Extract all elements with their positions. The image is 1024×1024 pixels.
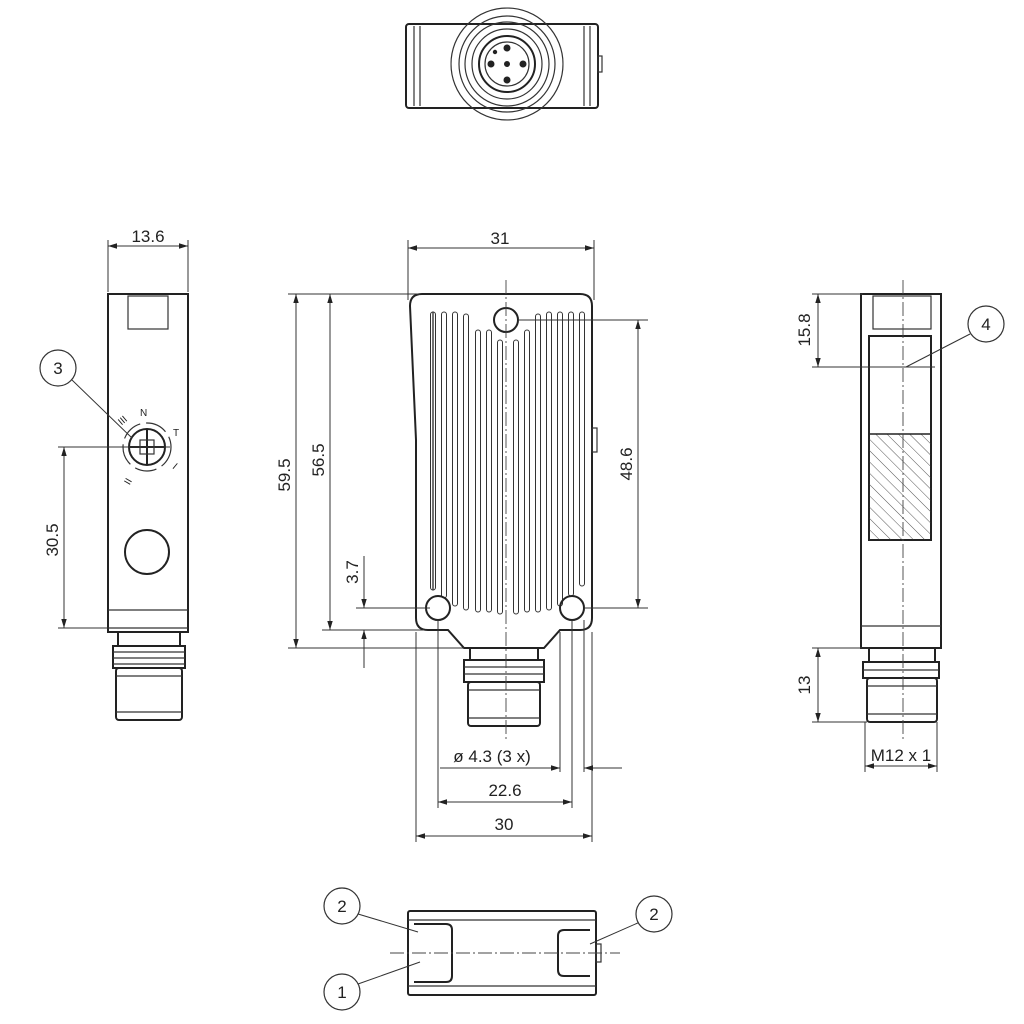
cooling-fin [568,311,574,597]
cooling-fin [486,329,492,613]
callout-label: 2 [337,897,346,916]
dimension-59-5: 59.5 [275,293,464,649]
dimension-hole-diameter: ø 4.3 (3 x) [440,747,622,771]
dimension-label: 31 [491,229,510,248]
callout-label: 4 [981,315,990,334]
cooling-fin [430,311,436,591]
dimension-30: 30 [416,815,592,839]
callout-2-right: 2 [589,895,673,945]
dimension-label: 15.8 [795,313,814,346]
dimension-label: M12 x 1 [871,746,931,765]
dimension-48-6: 48.6 [518,319,648,609]
dimension-label: 30 [495,815,514,834]
dimension-label: 3.7 [343,560,362,584]
cooling-fin [497,339,503,615]
dimension-label: 13 [795,676,814,695]
dimension-13: 13 [795,647,869,723]
dimension-56-5: 56.5 [309,294,424,631]
dimension-31: 31 [407,229,595,300]
cooling-fin [579,311,585,587]
dimension-label: 30.5 [43,523,62,556]
bottom-view [390,910,620,996]
dimension-label: 22.6 [488,781,521,800]
dimension-13-6: 13.6 [107,227,189,292]
right-side-view [860,280,942,740]
callout-label: 2 [649,905,658,924]
dial-mark-iii: III [116,414,129,428]
dimension-label: 56.5 [309,443,328,476]
callout-1: 1 [323,961,421,1011]
left-side-view: N T III II I [107,293,189,721]
cooling-fin [463,313,469,611]
dimension-label: ø 4.3 (3 x) [453,747,530,766]
dimension-22-6: 22.6 [438,781,572,805]
cooling-fin [441,311,447,599]
callout-label: 1 [337,983,346,1002]
cooling-fin [475,329,481,613]
dial-mark-i: I [170,462,179,472]
dimension-label: 59.5 [275,458,294,491]
dimension-label: 13.6 [131,227,164,246]
callout-2-left: 2 [323,887,419,933]
dial-mark-ii: II [123,477,135,487]
cooling-fin [535,313,541,613]
cooling-fin [524,329,530,613]
cooling-fin [452,311,458,607]
callout-4: 4 [905,305,1005,368]
cooling-fin [546,311,552,611]
dimension-15-8: 15.8 [795,293,935,368]
cooling-fin [513,339,519,615]
dimension-3-7: 3.7 [343,556,430,668]
top-view [405,8,603,120]
dial-mark-t: T [173,428,179,439]
dimension-label: 48.6 [617,447,636,480]
sensor-window [868,433,932,541]
cooling-fin [557,311,563,607]
dimension-30-5: 30.5 [43,446,170,629]
dial-mark-n: N [140,408,147,419]
cooling-fins [430,311,585,615]
callout-label: 3 [53,359,62,378]
dimension-thread: M12 x 1 [864,722,938,772]
callout-3: 3 [39,349,133,439]
